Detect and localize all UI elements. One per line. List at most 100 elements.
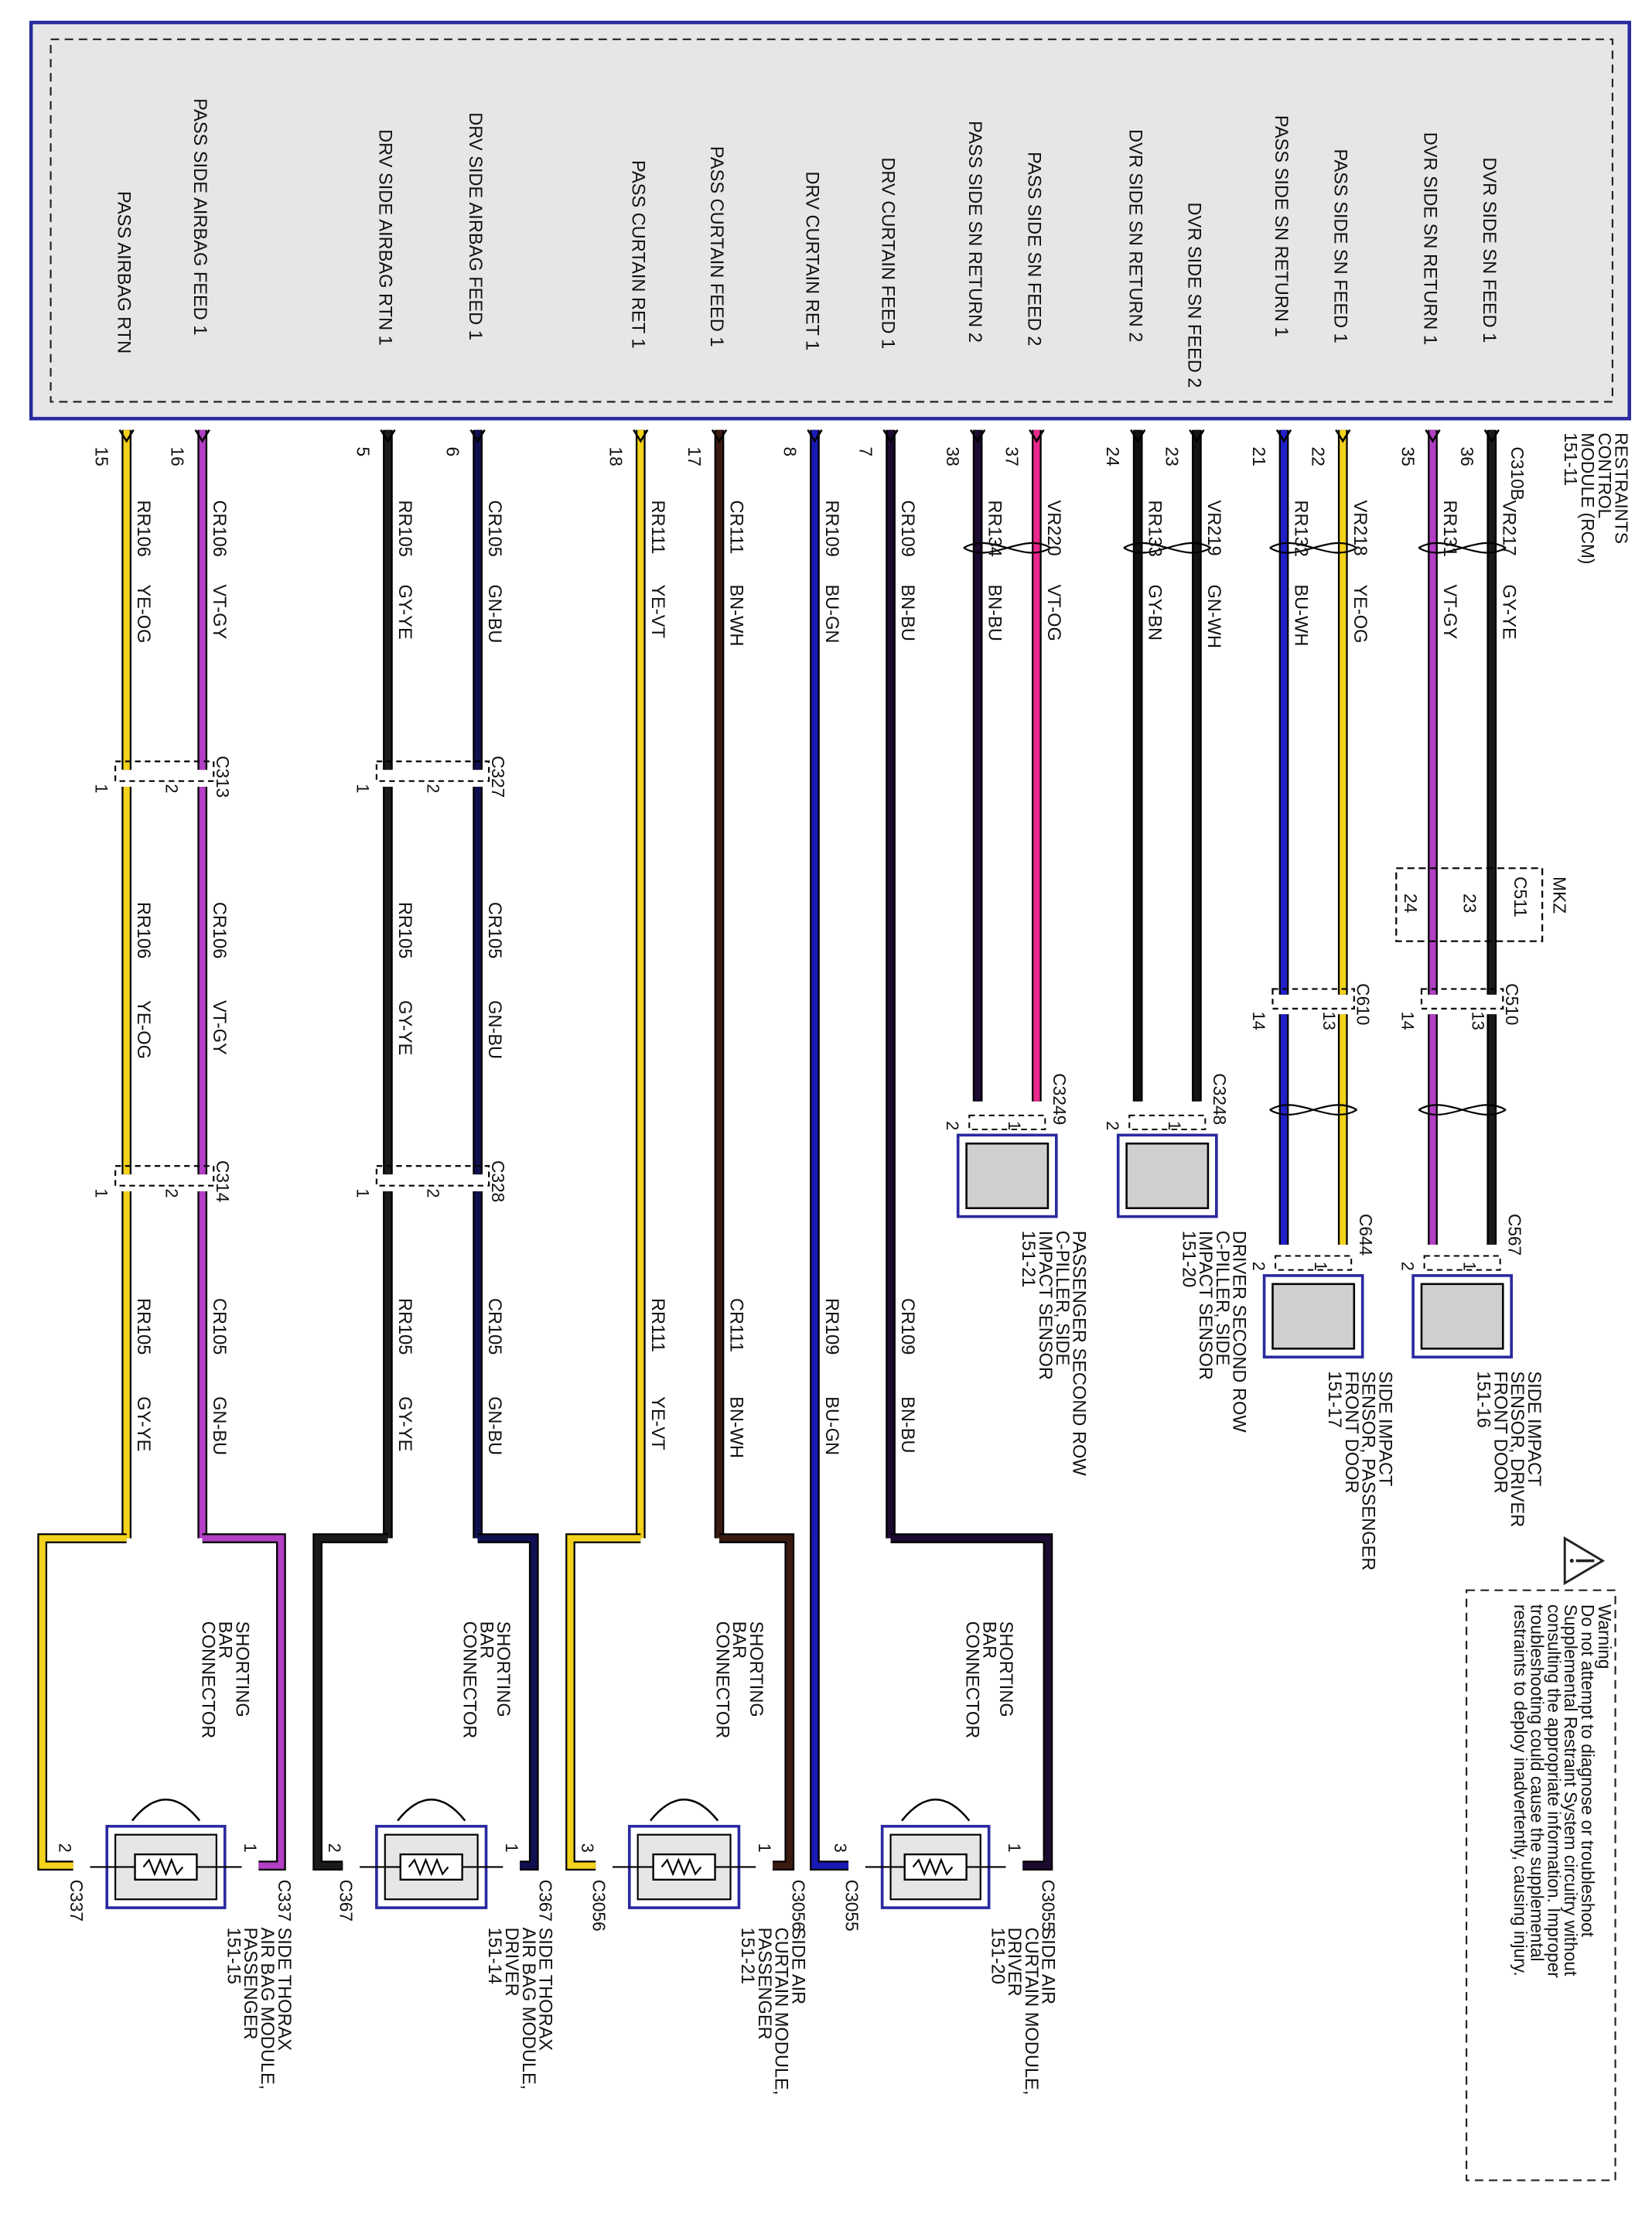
color-code-label: GY-YE: [394, 584, 415, 639]
pin-arrow: [1425, 429, 1441, 443]
color-code-label: GY-YE: [394, 1396, 415, 1451]
color-code-label: BU-GN: [821, 584, 841, 643]
pin-arrow: [118, 429, 135, 443]
module-label-line: AIR BAG MODULE,: [518, 1928, 538, 2090]
wire-to-c3055-left: [810, 1538, 849, 1871]
twisted-pair-symbol: [1123, 542, 1212, 554]
shorting-bar-icon: [901, 1799, 971, 1822]
inline-connector-c328: [375, 1165, 490, 1187]
shorting-bar-label: BAR: [729, 1621, 749, 1659]
inline-connector-c313: [114, 760, 215, 782]
pin-number: 37: [1002, 446, 1022, 466]
color-code-label: BN-WH: [726, 1396, 746, 1458]
pin-arrow: [633, 429, 649, 443]
circuit-label: RR111: [647, 500, 667, 554]
sensor-pin: 2: [1398, 1262, 1418, 1271]
warning-line: Do not attempt to diagnose or troublesho…: [1578, 1604, 1598, 1938]
sensor-connector-name: C3248: [1210, 1073, 1230, 1125]
color-code-label: YE-OG: [1350, 584, 1370, 643]
connector-pin: 1: [353, 1188, 372, 1198]
circuit-label: RR105: [133, 1298, 153, 1355]
wire-to-c337-left: [37, 1533, 127, 1871]
heater-resistor-icon: [408, 1857, 449, 1877]
pin-label: DRV SIDE AIRBAG FEED 1: [465, 112, 485, 340]
module-label-line: CURTAIN MODULE,: [771, 1928, 791, 2096]
sensor-label-line: 151-16: [1473, 1371, 1493, 1427]
rcm-name-line: MODULE (RCM): [1578, 432, 1598, 564]
module-label-line: PASSENGER: [240, 1928, 260, 2040]
module-label-line: CURTAIN MODULE,: [1021, 1928, 1041, 2096]
pin-label: DVR SIDE SN RETURN 1: [1420, 132, 1440, 345]
circuit-label: VR219: [1203, 500, 1224, 555]
circuit-label: CR105: [484, 902, 504, 958]
module-connector-name: C3055: [841, 1880, 862, 1932]
pin-arrow: [469, 429, 486, 443]
sensor-pin: 1: [1005, 1121, 1024, 1130]
color-code-label: BN-WH: [726, 584, 746, 646]
color-code-label: BU-GN: [821, 1396, 841, 1455]
rcm-name-line: 151-11: [1561, 432, 1581, 486]
circuit-label: RR106: [133, 500, 153, 556]
color-code-label: GN-BU: [484, 1396, 504, 1455]
sensor-label-line: C-PILLER, SIDE: [1212, 1231, 1232, 1365]
pin-arrow: [1275, 429, 1292, 443]
inline-connector-c314: [114, 1165, 215, 1187]
shorting-bar-label: BAR: [214, 1621, 234, 1659]
inline-connector-c327: [375, 760, 490, 782]
shorting-bar-label: BAR: [978, 1621, 998, 1659]
shorting-bar-label: SHORTING: [493, 1621, 513, 1717]
color-code-label: GN-WH: [1203, 584, 1224, 648]
wire-to-c3055-right-color: [890, 1535, 1052, 1869]
wire-to-c367-right-color: [477, 1535, 538, 1869]
circuit-label: CR111: [726, 1298, 746, 1352]
pin-label: PASS AIRBAG RTN: [114, 191, 134, 354]
color-code-label: BN-BU: [985, 584, 1005, 641]
shorting-bar-label: BAR: [476, 1621, 496, 1659]
connector-note: MKZ: [1550, 876, 1570, 914]
impact-sensor-body: [1125, 1142, 1210, 1210]
pin-label: DVR SIDE SN RETURN 2: [1125, 129, 1145, 342]
pin-arrow: [711, 429, 728, 443]
pin-label: DRV CURTAIN FEED 1: [878, 157, 898, 349]
circuit-label: RR132: [1291, 500, 1311, 556]
module-connector-name: C3056: [589, 1880, 609, 1932]
pin-arrow: [1029, 429, 1045, 443]
shorting-bar-label: CONNECTOR: [459, 1621, 479, 1739]
circuit-label: CR109: [897, 1298, 917, 1355]
sensor-label-line: C-PILLER, SIDE: [1052, 1231, 1072, 1365]
module-label-line: 151-20: [987, 1928, 1007, 1984]
circuit-label: RR106: [133, 902, 153, 958]
wire-to-c3056-left-color: [567, 1535, 641, 1869]
connector-name: C511: [1510, 876, 1531, 917]
connector-pin: 2: [423, 784, 442, 793]
color-code-label: YE-VT: [647, 1396, 667, 1450]
pin-number: 21: [1249, 446, 1269, 466]
module-pin: 3: [578, 1843, 597, 1853]
color-code-label: YE-OG: [133, 584, 153, 643]
connector-pin: 1: [92, 784, 111, 793]
sensor-label-line: FRONT DOOR: [1490, 1371, 1510, 1493]
impact-sensor-body: [1271, 1283, 1356, 1350]
connector-pin: 14: [1398, 1012, 1418, 1030]
pin-arrow: [1129, 429, 1146, 443]
sensor-label-line: SENSOR, PASSENGER: [1358, 1371, 1378, 1570]
circuit-label: CR106: [209, 902, 229, 958]
sensor-connector-name: C3249: [1050, 1073, 1070, 1125]
color-code-label: YE-OG: [133, 1000, 153, 1059]
shorting-bar-label: SHORTING: [231, 1621, 251, 1717]
shorting-bar-icon: [650, 1799, 719, 1822]
connector-name: C510: [1502, 983, 1522, 1025]
sensor-connector: [1275, 1255, 1353, 1271]
rcm-name-line: CONTROL: [1595, 432, 1615, 518]
connector-pin: 2: [162, 1188, 181, 1198]
pin-label: PASS SIDE SN FEED 1: [1329, 149, 1350, 343]
wire-to-c3055-left-color: [811, 1538, 849, 1869]
sensor-label-line: IMPACT SENSOR: [1195, 1231, 1215, 1380]
pin-number: 15: [92, 446, 112, 466]
shorting-bar-label: CONNECTOR: [962, 1621, 982, 1739]
